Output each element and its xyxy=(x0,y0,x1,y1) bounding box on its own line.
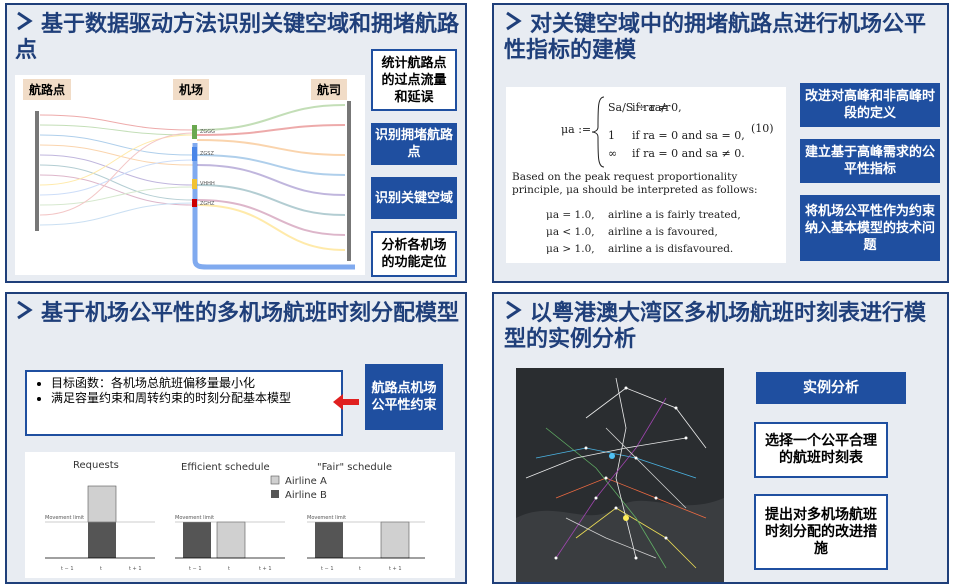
tick-2a: t − 1 xyxy=(189,566,202,572)
bullet-list: 目标函数：各机场总航班偏移量最小化 满足容量约束和周转约束的时刻分配基本模型 xyxy=(33,376,335,406)
airport-code-vhhh: VHHH xyxy=(200,181,215,187)
box-count-flow: 统计航路点的过点流量和延误 xyxy=(371,49,457,111)
tick-2b: t xyxy=(228,566,230,572)
bar-eff-b xyxy=(183,522,211,558)
bar-fair-b xyxy=(315,522,343,558)
red-arrow-left-icon xyxy=(331,392,361,416)
bullet-constraints: 满足容量约束和周转约束的时刻分配基本模型 xyxy=(51,391,335,406)
route-map-svg xyxy=(516,377,724,582)
legend-swatch-b xyxy=(271,490,279,498)
chart-title-fair: "Fair" schedule xyxy=(317,462,392,473)
tick-2c: t + 1 xyxy=(259,566,272,572)
box-waypoint-fairness-constraint: 航路点机场公平性约束 xyxy=(365,364,443,430)
tick-3b: t xyxy=(359,566,361,572)
tick-3a: t − 1 xyxy=(321,566,334,572)
formula-case1-cond: if ra ≠ 0, xyxy=(632,101,682,114)
airport-code-zggg: ZGGG xyxy=(200,129,215,135)
formula-svg: μa := Sa/S ÷ ra/r if ra ≠ 0, 1 if ra = 0… xyxy=(561,96,774,168)
panel2-title: 对关键空域中的拥堵航路点进行机场公平性指标的建模 xyxy=(504,11,944,64)
panel-case-study: 以粤港澳大湾区多机场航班时刻表进行模型的实例分析 xyxy=(492,292,949,584)
chevron-right-icon xyxy=(504,300,524,327)
col-label-waypoint: 航路点 xyxy=(23,79,72,100)
box-fairness-constraint: 将机场公平性作为约束纳入基本模型的技术问题 xyxy=(800,195,940,261)
bar-eff-a xyxy=(216,521,246,559)
box-peak-definition: 改进对高峰和非高峰时段的定义 xyxy=(800,83,940,127)
tick-3c: t + 1 xyxy=(389,566,402,572)
tick-1c: t + 1 xyxy=(129,566,142,572)
panel1-title-text: 基于数据驱动方法识别关键空域和拥堵航路点 xyxy=(15,12,460,63)
formula-case3-expr: ∞ xyxy=(608,147,617,160)
panel-fairness-model: 对关键空域中的拥堵航路点进行机场公平性指标的建模 μa := Sa/S ÷ ra… xyxy=(492,3,949,283)
node-zggg xyxy=(192,125,197,139)
bullet-objective: 目标函数：各机场总航班偏移量最小化 xyxy=(51,376,335,391)
box-identify-waypoint: 识别拥堵航路点 xyxy=(371,123,457,165)
panel4-title: 以粤港澳大湾区多机场航班时刻表进行模型的实例分析 xyxy=(504,300,944,353)
chart-title-requests: Requests xyxy=(73,460,119,471)
bar-request-b xyxy=(88,522,116,558)
limit-label-3: Movement limit xyxy=(307,515,346,521)
interp-row: μa < 1.0,airline a is favoured, xyxy=(546,226,718,238)
sankey-flows: ZGGG ZGSZ VHHH ZGHZ xyxy=(35,101,355,270)
bar-fair-a xyxy=(380,521,410,559)
chart-title-efficient: Efficient schedule xyxy=(181,462,270,473)
tick-1b: t xyxy=(100,566,102,572)
interp-row: μa > 1.0,airline a is disfavoured. xyxy=(546,243,734,255)
box-identify-airspace: 识别关键空域 xyxy=(371,177,457,219)
legend-airline-a: Airline A xyxy=(285,476,327,487)
interp-list: μa = 1.0,airline a is fairly treated, μa… xyxy=(546,207,741,258)
node-zgsz xyxy=(192,147,197,161)
col-label-airport: 机场 xyxy=(173,79,210,100)
formula-case2-expr: 1 xyxy=(608,129,615,142)
panel1-title: 基于数据驱动方法识别关键空域和拥堵航路点 xyxy=(15,11,460,64)
box-case-analysis: 实例分析 xyxy=(756,372,906,404)
box-improvement: 提出对多机场航班时刻分配的改进措施 xyxy=(754,494,888,570)
panel3-title-text: 基于机场公平性的多机场航班时刻分配模型 xyxy=(41,301,460,326)
airport-code-zgsz: ZGSZ xyxy=(200,151,214,157)
route-map xyxy=(516,368,724,582)
panel-allocation-model: 基于机场公平性的多机场航班时刻分配模型 目标函数：各机场总航班偏移量最小化 满足… xyxy=(5,292,467,584)
panel2-title-text: 对关键空域中的拥堵航路点进行机场公平性指标的建模 xyxy=(504,12,927,63)
bar-request-a xyxy=(87,485,117,523)
panel-data-driven: 基于数据驱动方法识别关键空域和拥堵航路点 航路点 机场 航司 xyxy=(5,3,467,283)
node-vhhh xyxy=(192,179,197,189)
legend-airline-b: Airline B xyxy=(285,490,327,501)
bullet-box: 目标函数：各机场总航班偏移量最小化 满足容量约束和周转约束的时刻分配基本模型 xyxy=(25,370,343,436)
panel4-title-text: 以粤港澳大湾区多机场航班时刻表进行模型的实例分析 xyxy=(504,301,927,352)
formula-case2-cond: if ra = 0 and sa = 0, xyxy=(632,129,745,142)
panel3-title: 基于机场公平性的多机场航班时刻分配模型 xyxy=(15,300,460,327)
interp-row: μa = 1.0,airline a is fairly treated, xyxy=(546,209,741,221)
box-peak-fairness-index: 建立基于高峰需求的公平性指标 xyxy=(800,139,940,183)
node-zghz xyxy=(192,199,197,207)
tick-1a: t − 1 xyxy=(61,566,74,572)
formula-lhs: μa := xyxy=(561,123,591,136)
formula-figure: μa := Sa/S ÷ ra/r if ra ≠ 0, 1 if ra = 0… xyxy=(506,87,786,263)
schedule-chart-svg: Requests Efficient schedule "Fair" sched… xyxy=(45,460,425,572)
limit-label-2: Movement limit xyxy=(175,515,214,521)
legend-swatch-a xyxy=(270,475,280,485)
sankey-figure: 航路点 机场 航司 xyxy=(15,75,365,275)
schedule-chart: Requests Efficient schedule "Fair" sched… xyxy=(25,452,455,578)
box-airport-role: 分析各机场的功能定位 xyxy=(371,231,457,277)
col-label-airline: 航司 xyxy=(311,79,348,100)
limit-label-1: Movement limit xyxy=(45,515,84,521)
chevron-right-icon xyxy=(15,11,35,38)
formula-eqnum: (10) xyxy=(751,122,774,135)
chevron-right-icon xyxy=(504,11,524,38)
formula-case3-cond: if ra = 0 and sa ≠ 0. xyxy=(632,147,745,160)
box-select-schedule: 选择一个公平合理的航班时刻表 xyxy=(754,422,888,478)
formula-case1-expr: Sa/S ÷ ra/r xyxy=(608,101,671,114)
airport-code-zghz: ZGHZ xyxy=(200,201,215,207)
chevron-right-icon xyxy=(15,300,35,327)
formula-text: Based on the peak request proportionalit… xyxy=(512,171,758,196)
